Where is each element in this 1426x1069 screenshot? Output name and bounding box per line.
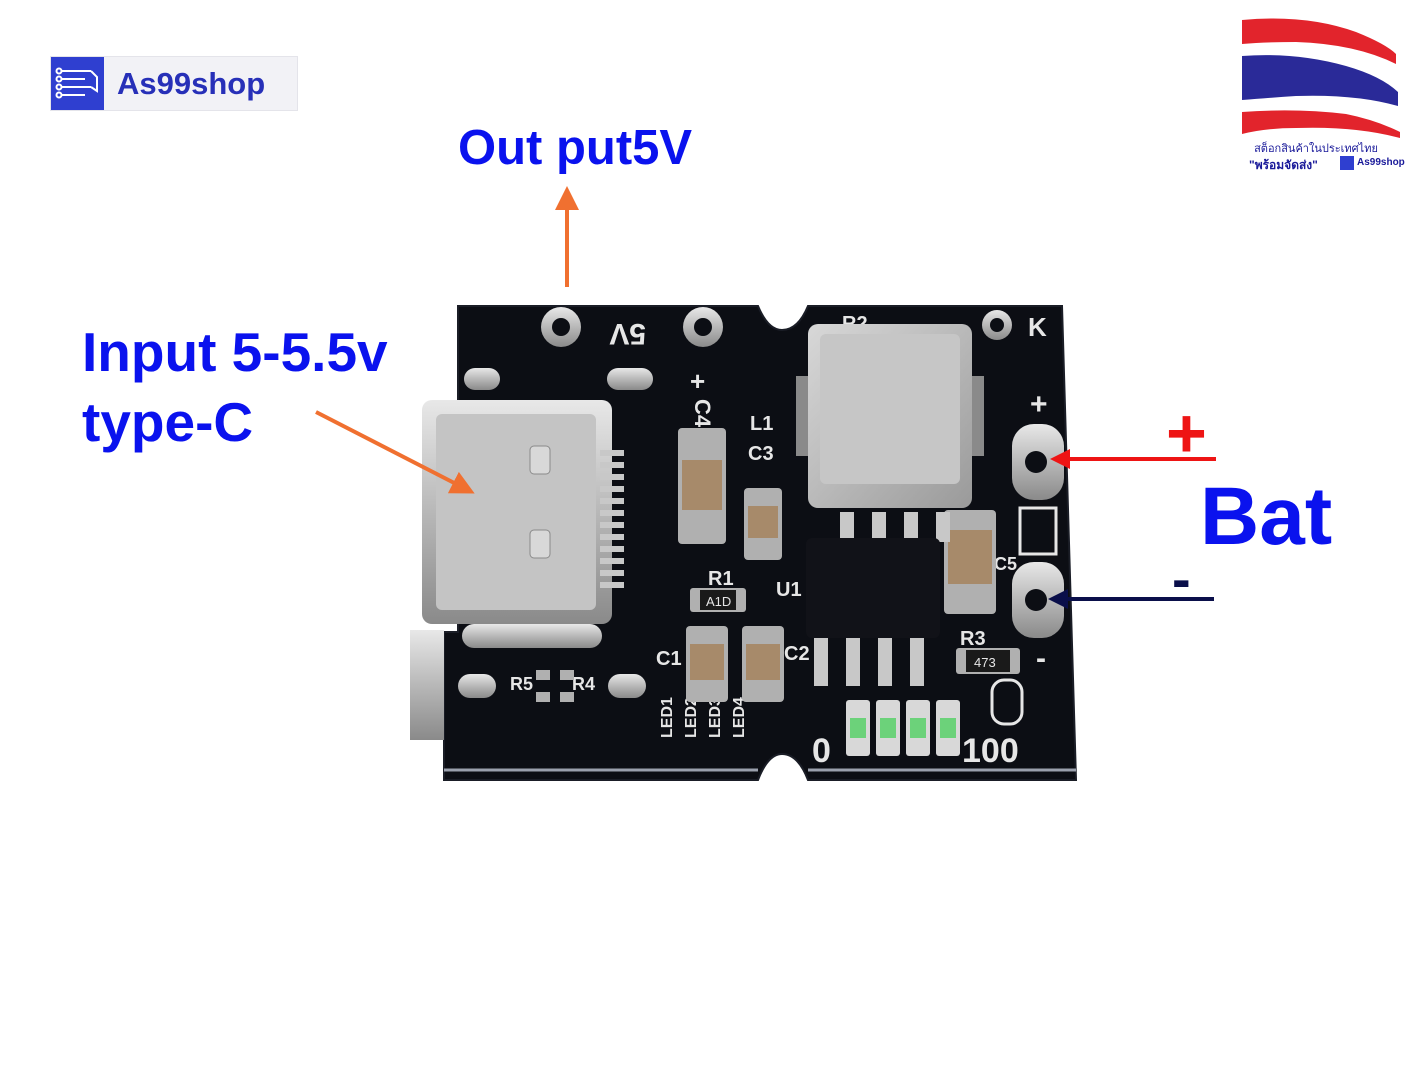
small-pads — [458, 670, 646, 702]
battery-label: Bat — [1200, 471, 1333, 562]
badge-ready-text: "พร้อมจัดส่ง" — [1249, 158, 1318, 172]
circuit-icon — [51, 57, 104, 110]
r3-code: 473 — [974, 655, 996, 670]
resistor-r1: A1D — [690, 588, 746, 612]
silk-u1: U1 — [776, 579, 802, 601]
ic-chip — [806, 512, 950, 686]
capacitors — [678, 428, 996, 702]
silk-plus-out: + — [690, 366, 705, 396]
resistor-r3: 473 — [956, 648, 1020, 674]
output-label: Out put5V — [458, 121, 693, 175]
battery-pads — [990, 424, 1064, 726]
badge-stock-text: สต็อกสินค้าในประเทศไทย — [1254, 143, 1378, 155]
usb-c-connector — [410, 400, 624, 740]
thai-flag-icon — [1236, 14, 1406, 138]
silk-c3: C3 — [748, 443, 774, 465]
shop-name: As99shop — [117, 66, 266, 101]
silk-bat-minus: - — [1036, 642, 1046, 675]
badge-shop-name: As99shop — [1357, 157, 1405, 168]
battery-plus-label: + — [1166, 394, 1207, 472]
input-label: Input 5-5.5v — [82, 321, 388, 383]
silk-led3: LED3 — [707, 697, 724, 738]
r1-code: A1D — [706, 594, 731, 609]
silk-l1: L1 — [750, 413, 773, 435]
shop-logo: As99shop — [50, 56, 298, 111]
silk-scale-max: 100 — [962, 732, 1019, 770]
mini-logo-icon — [1340, 156, 1354, 170]
silk-r5: R5 — [510, 674, 533, 694]
silk-k: K — [1028, 312, 1047, 342]
silk-c1: C1 — [656, 648, 682, 670]
silk-r3: R3 — [960, 628, 986, 650]
silk-led1: LED1 — [659, 697, 676, 738]
battery-minus-label: - — [1172, 547, 1191, 610]
silk-led4: LED4 — [731, 697, 748, 738]
silk-c2: C2 — [784, 643, 810, 665]
input-type-label: type-C — [82, 391, 254, 453]
silk-r1: R1 — [708, 568, 734, 590]
silk-led2: LED2 — [683, 697, 700, 738]
inductor — [796, 324, 984, 508]
silk-c5: C5 — [994, 554, 1017, 574]
silk-bat-plus: + — [1030, 388, 1048, 421]
silk-c4: C4 — [690, 399, 715, 428]
silk-scale-min: 0 — [812, 732, 831, 770]
silk-r4: R4 — [572, 674, 595, 694]
led-indicators — [846, 700, 960, 756]
silk-5v: 5V — [609, 317, 646, 350]
input-arrow — [315, 410, 475, 494]
output-pads — [464, 307, 1012, 390]
